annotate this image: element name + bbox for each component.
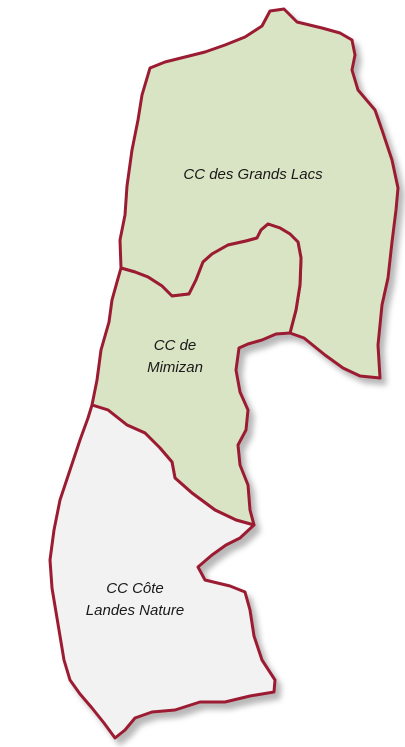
region-label-mimizan: CC de Mimizan <box>147 337 203 376</box>
region-label-grands-lacs: CC des Grands Lacs <box>183 166 323 183</box>
region-cote-landes-nature[interactable] <box>48 403 277 740</box>
region-label-cote-landes-nature: CC Côte Landes Nature <box>85 580 185 619</box>
